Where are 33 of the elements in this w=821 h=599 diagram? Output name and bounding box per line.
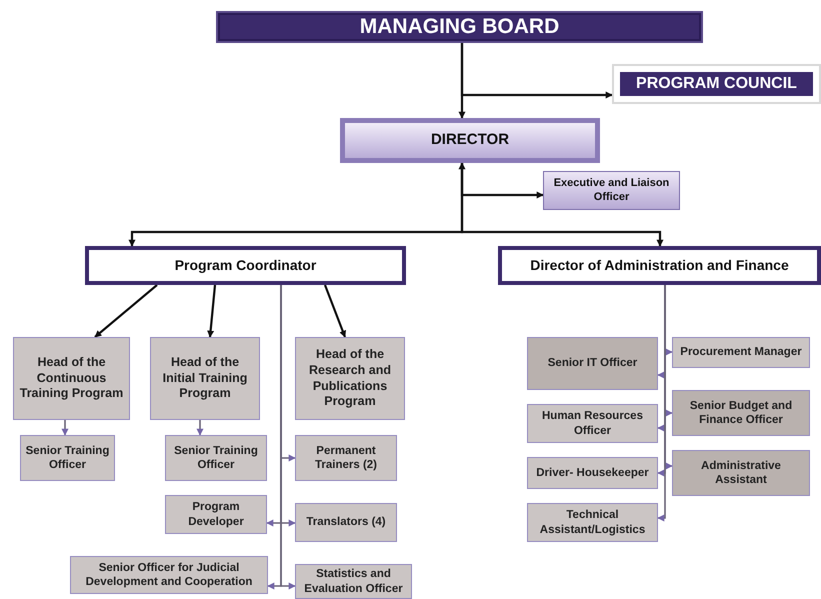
- role-box: Administrative Assistant: [672, 450, 810, 496]
- arrow: [62, 420, 68, 436]
- role-box: Senior Training Officer: [165, 435, 267, 481]
- role-box: Senior Training Officer: [20, 435, 115, 481]
- role-box: Procurement Manager: [672, 337, 810, 368]
- role-box: Human Resources Officer: [527, 404, 658, 443]
- role-box: Program Developer: [165, 495, 267, 534]
- director-box: Director of Administration and Finance: [498, 246, 821, 285]
- role-box: Senior Officer for Judicial Development and Cooperation: [70, 556, 268, 594]
- arrow: [458, 162, 544, 198]
- arrow: [460, 43, 613, 98]
- role-box: Head of the Research and Publications Program: [295, 337, 405, 420]
- arrow: [324, 284, 346, 338]
- role-box: Translators (4): [295, 503, 397, 542]
- role-box: Driver- Housekeeper: [527, 457, 658, 489]
- arrow: [460, 163, 664, 247]
- role-box: Statistics and Evaluation Officer: [295, 564, 412, 599]
- arrow: [657, 285, 666, 522]
- arrow: [196, 420, 204, 436]
- role-box: Head of the Continuous Training Program: [13, 337, 130, 420]
- director-box: DIRECTOR: [340, 118, 600, 163]
- role-box: Senior Budget and Finance Officer: [672, 390, 810, 436]
- arrow: [207, 284, 216, 338]
- officer-box: Executive and Liaison Officer: [543, 171, 680, 210]
- council-box: PROGRAM COUNCIL: [612, 64, 821, 104]
- role-box: Technical Assistant/Logistics: [527, 503, 658, 542]
- arrow: [280, 285, 296, 590]
- arrow: [94, 284, 158, 338]
- role-box: Head of the Initial Training Program: [150, 337, 260, 420]
- board-box: MANAGING BOARD: [216, 11, 703, 43]
- role-box: Permanent Trainers (2): [295, 435, 397, 481]
- coordinator-box: Program Coordinator: [85, 246, 406, 285]
- role-box: Senior IT Officer: [527, 337, 658, 390]
